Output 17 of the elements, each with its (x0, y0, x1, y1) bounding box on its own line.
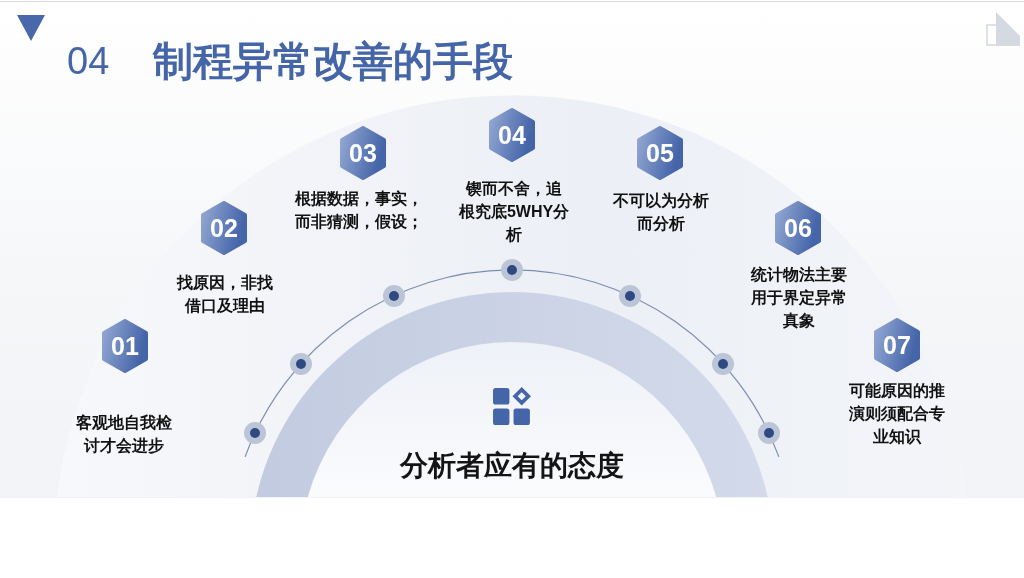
step-description: 统计物法主要用于界定异常真象 (749, 265, 848, 331)
step-number: 05 (645, 138, 675, 169)
step-description: 可能原因的推演则须配合专业知识 (848, 381, 946, 447)
step-number: 07 (882, 330, 912, 361)
section-number: 04 (67, 39, 110, 84)
step-description: 根据数据，事实，而非猜测，假设； (294, 189, 424, 232)
step-description: 找原因，非找借口及理由 (175, 273, 274, 316)
step-description: 锲而不舍，追根究底5WHY分析 (458, 179, 570, 245)
step-number: 03 (348, 138, 378, 169)
step-number: 01 (110, 331, 140, 362)
step-number: 06 (783, 213, 813, 244)
center-heading: 分析者应有的态度 (400, 449, 624, 482)
slide-title: 制程异常改善的手段 (153, 37, 513, 86)
step-description: 客观地自我检讨才会进步 (75, 413, 173, 456)
step-number: 04 (497, 120, 527, 151)
step-number: 02 (209, 213, 239, 244)
step-description: 不可以为分析而分析 (612, 191, 710, 234)
